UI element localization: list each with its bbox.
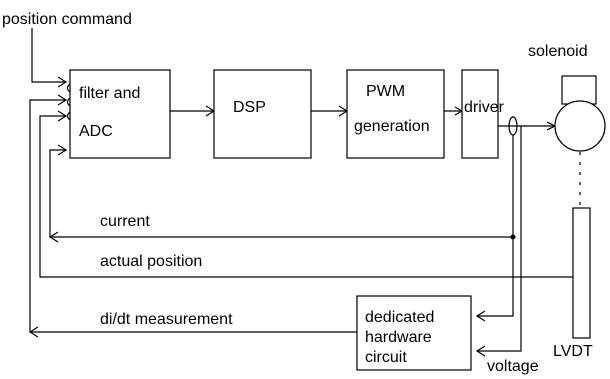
- dedicated-hardware-block: dedicated hardware circuit: [356, 295, 472, 371]
- input-junction-3: [66, 111, 71, 121]
- dsp-label: DSP: [233, 99, 266, 116]
- hardware-label-2: hardware: [365, 329, 432, 346]
- current-feedback-line: [49, 149, 513, 238]
- current-to-hardware-arrowhead: [475, 310, 486, 322]
- didt-feedback-arrowhead: [57, 94, 68, 106]
- filter-adc-block: filter and ADC: [69, 69, 171, 159]
- current-label: current: [100, 213, 150, 230]
- voltage-line: [477, 126, 522, 352]
- actual-position-feedback-line: [39, 115, 573, 278]
- voltage-arrowhead: [475, 345, 486, 357]
- driver-label: driver: [464, 99, 505, 116]
- current-left-arrowhead: [48, 231, 59, 243]
- driver-block: driver: [461, 69, 505, 159]
- filter-adc-label-1: filter and: [79, 85, 140, 102]
- lvdt-block: [572, 207, 591, 339]
- didt-label: di/dt measurement: [100, 311, 233, 328]
- voltage-label: voltage: [487, 358, 539, 375]
- input-junction-1: [66, 83, 71, 93]
- pwm-label-2: generation: [354, 118, 430, 135]
- solenoid-label: solenoid: [528, 43, 588, 60]
- solenoid: [554, 75, 606, 152]
- actual-position-arrowhead: [57, 110, 68, 122]
- hardware-label-3: circuit: [365, 349, 407, 366]
- filter-adc-label-2: ADC: [79, 123, 113, 140]
- didt-feedback-line: [29, 99, 357, 333]
- current-to-hardware-line: [477, 237, 514, 317]
- current-feedback-arrowhead: [57, 144, 68, 156]
- input-junction-2: [66, 97, 71, 107]
- lvdt-label: LVDT: [553, 343, 593, 360]
- position-command-label: position command: [2, 11, 132, 28]
- dsp-block: DSP: [213, 69, 312, 159]
- position-command-line: [31, 28, 66, 83]
- actual-position-label: actual position: [100, 253, 202, 270]
- hardware-label-1: dedicated: [365, 309, 434, 326]
- didt-left-arrowhead: [28, 326, 39, 338]
- position-command-arrowhead: [57, 76, 68, 88]
- pwm-label-1: PWM: [366, 83, 405, 100]
- pwm-generation-block: PWM generation: [346, 69, 445, 159]
